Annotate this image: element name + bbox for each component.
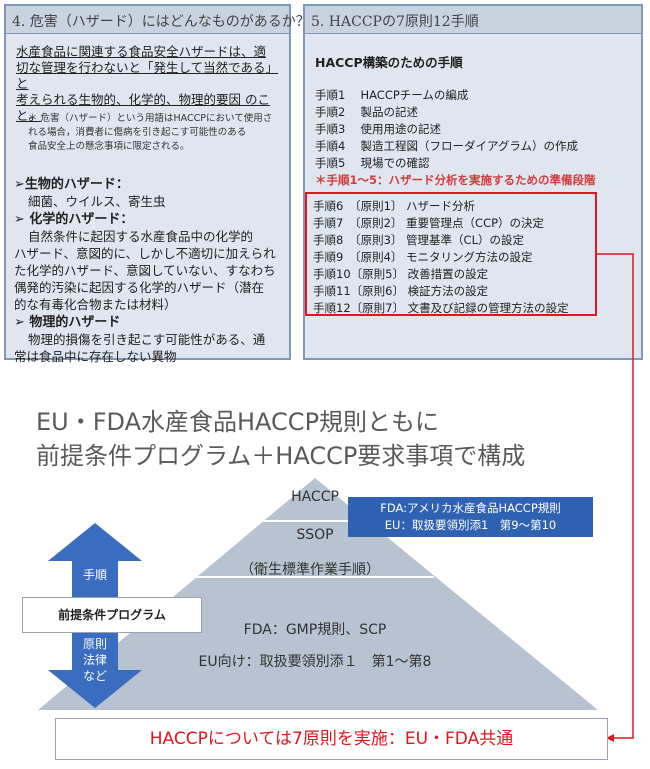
up-arrow-icon [48,523,142,597]
prerequisite-program-label: 前提条件プログラム [22,597,202,633]
step-2: 手順2 製品の記述 [315,105,418,119]
chemical-hazard: ➢ 化学的ハザード： 自然条件に起因する水産食品中の化学的 ハザード、意図的に、… [14,212,276,312]
hazard-definition: 水産食品に関連する食品安全ハザードは、適 切な管理を行わないと「発生して当然であ… [16,44,279,123]
step-3: 手順3 使用用途の記述 [315,122,441,136]
pyramid-haccp-label: HACCP [291,489,339,505]
haccp-steps-title: HACCP構築のための手順 [315,55,463,70]
step-4: 手順4 製造工程図（フローダイアグラム）の作成 [315,139,579,153]
step-7: 手順7 〔原則2〕 重要管理点（CCP）の決定 [313,216,545,230]
down-arrow-icon [48,633,142,708]
headline-line-2: 前提条件プログラム＋HACCP要求事項で構成 [36,442,526,470]
pyramid-shape [38,478,598,710]
pyramid-eu-ref: EU向け：取扱要領別添１ 第1～第8 [198,654,432,670]
step-9: 手順9 〔原則4〕 モニタリング方法の設定 [313,250,533,264]
principles-box: 手順6 〔原則1〕 ハザード分析 手順7 〔原則2〕 重要管理点（CCP）の決定… [305,192,597,316]
step-11: 手順11〔原則6〕 検証方法の設定 [313,284,489,298]
headline-line-1: EU・FDA水産食品HACCP規則ともに [36,408,440,436]
biological-hazard: ➢生物的ハザード： 細菌、ウイルス、寄生虫 [14,177,166,209]
step-1: 手順1 HACCPチームの編成 [315,88,469,102]
down-arrow-label: 原則 法律 など [82,637,107,683]
hazard-panel-header: 4. 危害（ハザード）にはどんなものがあるか？ [6,6,310,34]
step-10: 手順10〔原則5〕 改善措置の設定 [313,267,489,281]
hazard-panel: 4. 危害（ハザード）にはどんなものがあるか？ 水産食品に関連する食品安全ハザー… [4,4,310,364]
haccp-steps-panel: 5. HACCPの7原則12手順 HACCP構築のための手順 手順1 HACCP… [303,4,643,360]
step-6: 手順6 〔原則1〕 ハザード分析 [313,199,476,213]
regulation-blue-box: FDA:アメリカ水産食品HACCP規則 EU：取扱要領別添1 第9～第10 [348,497,593,537]
preparation-steps: 手順1 HACCPチームの編成 手順2 製品の記述 手順3 使用用途の記述 手順… [315,87,635,189]
haccp-common-banner: HACCPについては7原則を実施：EU・FDA共通 [55,718,608,760]
preparation-warning: ＊手順1～5：ハザード分析を実施するための準備段階 [315,173,596,187]
pyramid-ssop-label: SSOP [296,527,334,543]
pyramid-ssop-sub: （衛生標準作業手順） [240,562,380,578]
physical-hazard: ➢ 物理的ハザード 物理的損傷を引き起こす可能性がある、通 常は食品中に存在しな… [14,315,266,364]
hazard-note: ＊ 危害（ハザード）という用語はHACCPにおいて使用さ れる場合，消費者に傷病… [28,113,273,152]
step-5: 手順5 現場での確認 [315,156,430,170]
step-8: 手順8 〔原則3〕 管理基準（CL）の設定 [313,233,524,247]
pyramid-fda-gmp: FDA：GMP規則、SCP [243,622,387,638]
haccp-steps-header: 5. HACCPの7原則12手順 [305,6,641,34]
up-arrow-label: 手順 [82,568,107,582]
step-12: 手順12〔原則7〕 文書及び記録の管理方法の設定 [313,301,569,315]
